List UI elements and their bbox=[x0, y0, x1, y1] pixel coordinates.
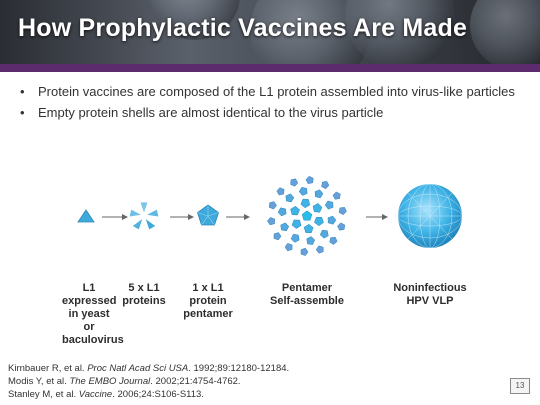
stage-label-5xl1: 5 x L1 proteins bbox=[118, 282, 170, 308]
pentamer-piece bbox=[280, 222, 290, 232]
pentamer-piece bbox=[327, 215, 337, 225]
pentamer-piece bbox=[298, 187, 308, 196]
pentamer-piece bbox=[314, 189, 324, 199]
pentamer-piece bbox=[273, 232, 282, 241]
pentamer-icon bbox=[197, 204, 219, 226]
virus-decoration bbox=[345, 0, 455, 64]
pentamer-piece bbox=[312, 203, 323, 213]
pentamer-piece bbox=[305, 175, 314, 184]
page-title: How Prophylactic Vaccines Are Made bbox=[18, 14, 468, 42]
stage-label-text: 1 x L1 protein pentamer bbox=[183, 282, 233, 320]
reference-authors: Stanley M, et al. bbox=[8, 389, 79, 400]
pentamer-piece bbox=[300, 247, 309, 256]
bullet-item: Empty protein shells are almost identica… bbox=[20, 105, 520, 121]
pentamer-piece bbox=[338, 207, 347, 216]
reference-journal: The EMBO Journal bbox=[69, 376, 151, 387]
stage-label-text: L1 expressed in yeast or baculovirus bbox=[62, 282, 124, 346]
reference-journal: Proc Natl Acad Sci USA bbox=[87, 363, 189, 374]
assembly-diagram: L1 expressed in yeast or baculovirus 5 x… bbox=[60, 158, 540, 346]
arrow-icon bbox=[366, 214, 388, 220]
vlp-icon bbox=[397, 183, 463, 249]
pentamer-piece bbox=[300, 198, 311, 209]
virus-decoration bbox=[470, 0, 540, 64]
stage-label-l1: L1 expressed in yeast or baculovirus bbox=[62, 282, 124, 347]
five-l1-proteins-icon bbox=[128, 201, 160, 231]
assembly-illustration bbox=[77, 175, 463, 256]
reference-item: Stanley M, et al. Vaccine. 2006;24:S106-… bbox=[8, 388, 289, 401]
pentamer-piece bbox=[269, 201, 277, 210]
pentamer-piece bbox=[267, 217, 275, 226]
pentamer-piece bbox=[301, 210, 313, 221]
pentamer-piece bbox=[303, 223, 314, 234]
pentamer-piece bbox=[285, 193, 295, 203]
stage-label-pentamer: 1 x L1 protein pentamer bbox=[180, 282, 236, 321]
pentamer-piece bbox=[291, 219, 302, 229]
bullet-list: Protein vaccines are composed of the L1 … bbox=[20, 84, 520, 126]
pentamer-piece bbox=[314, 216, 324, 227]
self-assembly-icon bbox=[267, 175, 347, 256]
reference-citation: . 2002;21:4754-4762. bbox=[150, 376, 241, 387]
pentamer-piece bbox=[306, 236, 316, 245]
pentamer-piece bbox=[321, 181, 330, 190]
references: Kirnbauer R, et al. Proc Natl Acad Sci U… bbox=[8, 362, 289, 401]
pentamer-piece bbox=[276, 187, 285, 196]
stage-label-text: 5 x L1 proteins bbox=[122, 282, 166, 307]
pentamer-piece bbox=[329, 236, 338, 245]
arrow-icon bbox=[102, 214, 128, 220]
pentamer-piece bbox=[337, 222, 346, 231]
pentamer-piece bbox=[319, 229, 329, 239]
pentamer-piece bbox=[315, 245, 324, 254]
reference-authors: Kirnbauer R, et al. bbox=[8, 363, 88, 374]
pentamer-piece bbox=[290, 233, 300, 243]
pentamer-piece bbox=[284, 242, 293, 252]
reference-journal: Vaccine bbox=[78, 389, 113, 400]
reference-citation: . 1992;89:12180-12184. bbox=[188, 363, 290, 374]
pentamer-piece bbox=[332, 191, 341, 200]
pentamer-piece bbox=[277, 207, 287, 217]
bullet-item: Protein vaccines are composed of the L1 … bbox=[20, 84, 520, 100]
stage-label-text: Pentamer Self-assemble bbox=[270, 282, 344, 307]
reference-authors: Modis Y, et al. bbox=[8, 376, 70, 387]
arrow-icon bbox=[226, 214, 250, 220]
reference-citation: . 2006;24:S106-S113. bbox=[112, 389, 204, 400]
pentamer-piece bbox=[324, 200, 334, 210]
stage-label-self-assemble: Pentamer Self-assemble bbox=[262, 282, 352, 308]
slide-header: How Prophylactic Vaccines Are Made bbox=[0, 0, 540, 64]
pentamer-piece bbox=[290, 178, 299, 187]
accent-bar bbox=[0, 64, 540, 72]
reference-item: Kirnbauer R, et al. Proc Natl Acad Sci U… bbox=[8, 362, 289, 375]
l1-monomer-icon bbox=[77, 209, 95, 223]
stage-label-vlp: Noninfectious HPV VLP bbox=[384, 282, 476, 308]
reference-item: Modis Y, et al. The EMBO Journal. 2002;2… bbox=[8, 375, 289, 388]
arrow-icon bbox=[170, 214, 194, 220]
stage-label-text: Noninfectious HPV VLP bbox=[393, 282, 467, 307]
page-number: 13 bbox=[510, 378, 530, 394]
pentamer-piece bbox=[290, 205, 300, 216]
